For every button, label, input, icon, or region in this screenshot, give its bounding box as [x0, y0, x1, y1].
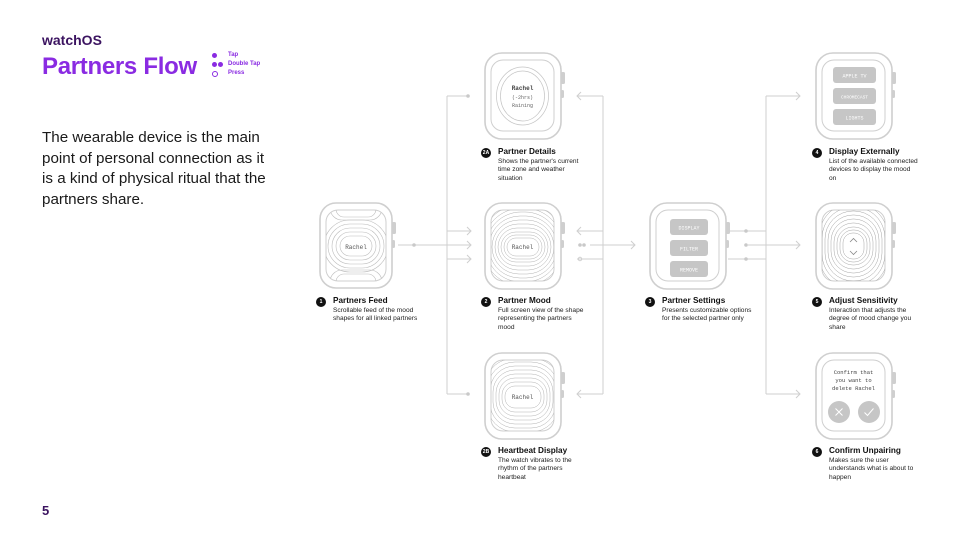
lights-label: LIGHTS: [845, 116, 863, 122]
connector-to-display: [766, 91, 801, 101]
caption-title: Partner Mood: [498, 296, 551, 305]
page-number: 5: [42, 503, 50, 518]
tap-marker: [744, 243, 748, 247]
watch-partners-feed: Rachel: [319, 202, 396, 289]
display-option-button[interactable]: [670, 219, 708, 235]
lights-button[interactable]: [833, 109, 876, 125]
chromecast-button[interactable]: [833, 88, 876, 104]
step-badge: 6: [812, 447, 822, 457]
connector-mood-to-settings: [590, 240, 636, 250]
details-weather: Raining: [512, 103, 533, 109]
filter-option-button[interactable]: [670, 240, 708, 256]
gesture-markers: [412, 94, 748, 396]
checkmark-icon: [864, 408, 874, 417]
tap-marker: [466, 94, 470, 98]
tap-marker: [744, 257, 748, 261]
confirm-button[interactable]: [858, 401, 880, 423]
caption-description: Makes sure the user understands what is …: [829, 457, 914, 481]
connector-to-sensitivity: [748, 240, 801, 250]
details-name: Rachel: [512, 85, 534, 92]
caption-title: Partner Details: [498, 147, 556, 156]
watch-partner-mood: Rachel: [484, 202, 565, 290]
caption-description: Interaction that adjusts the degree of m…: [829, 307, 912, 331]
connector-to-unpair: [766, 389, 801, 399]
chromecast-label: CHROMECAST: [841, 95, 868, 101]
apple-tv-label: APPLE TV: [842, 74, 866, 80]
legend-tap-label: Tap: [228, 52, 239, 58]
legend-double-tap: Double Tap: [212, 60, 260, 69]
confirm-line-2: you want to: [835, 377, 871, 384]
legend-press-label: Press: [228, 70, 245, 76]
remove-option-button[interactable]: [670, 261, 708, 277]
watch-partner-details: Rachel (-2hrs) Raining: [484, 52, 565, 140]
caption-title: Display Externally: [829, 147, 900, 156]
caption-title: Partner Settings: [662, 296, 726, 305]
step-badge: 4: [812, 148, 822, 158]
intro-paragraph: The wearable device is the main point of…: [42, 129, 266, 208]
step-badge: 2A: [481, 148, 491, 158]
caption-description: Full screen view of the shape representi…: [498, 307, 584, 331]
watch-adjust-sensitivity: [815, 202, 896, 290]
filter-option-label: FILTER: [680, 247, 698, 253]
press-marker: [577, 256, 583, 262]
double-tap-marker: [578, 243, 582, 247]
ring-icon: [212, 70, 228, 77]
platform-label: watchOS: [42, 32, 102, 48]
details-offset: (-2hrs): [512, 95, 533, 101]
confirm-line-1: Confirm that: [834, 369, 874, 376]
close-icon: [835, 408, 843, 416]
caption-description: Scrollable feed of the mood shapes for a…: [333, 307, 418, 323]
tap-marker: [744, 229, 748, 233]
watch-display-externally: APPLE TV CHROMECAST LIGHTS: [815, 52, 896, 140]
caption-title: Heartbeat Display: [498, 446, 568, 455]
single-dot-icon: [212, 53, 228, 58]
tap-marker: [412, 243, 416, 247]
chevron-up-icon[interactable]: [849, 237, 858, 243]
double-dot-icon: [212, 62, 228, 67]
caption-description: List of the available connected devices …: [829, 158, 918, 182]
legend-tap: Tap: [212, 51, 260, 60]
step-badge: 2B: [481, 447, 491, 457]
legend-double-tap-label: Double Tap: [228, 61, 261, 67]
caption-description: Shows the partner's current time zone an…: [498, 158, 579, 182]
mood-name: Rachel: [512, 244, 534, 251]
chevron-down-icon[interactable]: [849, 250, 858, 256]
step-badge: 3: [645, 297, 655, 307]
watch-confirm-unpairing: Confirm that you want to delete Rachel: [815, 352, 896, 440]
connectors: [398, 91, 801, 399]
caption-description: Presents customizable options for the se…: [662, 307, 752, 323]
watch-partner-settings: DISPLAY FILTER REMOVE: [649, 202, 730, 290]
step-badge: 1: [316, 297, 326, 307]
legend-press: Press: [212, 69, 260, 78]
caption-description: The watch vibrates to the rhythm of the …: [498, 457, 572, 481]
step-badge: 2: [481, 297, 491, 307]
caption-title: Confirm Unpairing: [829, 446, 901, 455]
page-title: Partners Flow: [42, 53, 197, 80]
watch-heartbeat: Rachel: [484, 352, 565, 440]
display-option-label: DISPLAY: [678, 226, 699, 232]
step-badge: 5: [812, 297, 822, 307]
caption-title: Adjust Sensitivity: [829, 296, 898, 305]
cancel-button[interactable]: [828, 401, 850, 423]
apple-tv-button[interactable]: [833, 67, 876, 83]
gesture-legend: Tap Double Tap Press: [212, 51, 260, 78]
caption-title: Partners Feed: [333, 296, 388, 305]
confirm-line-3: delete Rachel: [832, 385, 875, 392]
tap-marker: [466, 392, 470, 396]
remove-option-label: REMOVE: [680, 268, 698, 274]
feed-name: Rachel: [345, 244, 367, 251]
heartbeat-name: Rachel: [512, 394, 534, 401]
